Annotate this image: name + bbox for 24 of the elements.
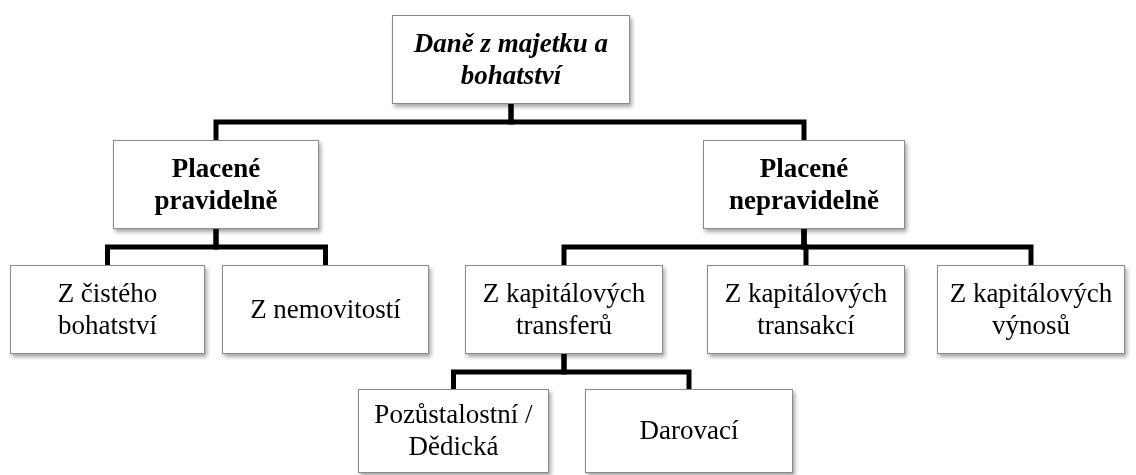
connector-line [561,354,692,389]
category-box [585,389,793,473]
category-box [10,265,205,354]
category-box [358,389,549,473]
box-label: Placené nepravidelně [728,152,880,217]
category-box [937,265,1125,354]
box-label: Pozůstalostní / Dědická [373,399,534,463]
connector-line [508,104,807,140]
connector-line [213,229,328,265]
box-label: Daně z majetku a bohatství [412,27,610,92]
category-box [113,140,319,229]
category-box [707,265,905,354]
box-label: Placené pravidelně [153,152,279,217]
box-label: Z kapitálových výnosů [948,277,1114,342]
category-box [703,140,905,229]
box-label: Z čistého bohatství [56,277,159,342]
box-label: Z kapitálových transakcí [723,277,889,342]
category-box [222,265,429,354]
category-box [465,265,663,354]
box-label: Z nemovitostí [250,293,401,326]
box-label: Darovací [639,415,739,447]
category-box [392,15,630,104]
box-label: Z kapitálových transferů [481,277,647,342]
connector-line [801,229,1034,265]
